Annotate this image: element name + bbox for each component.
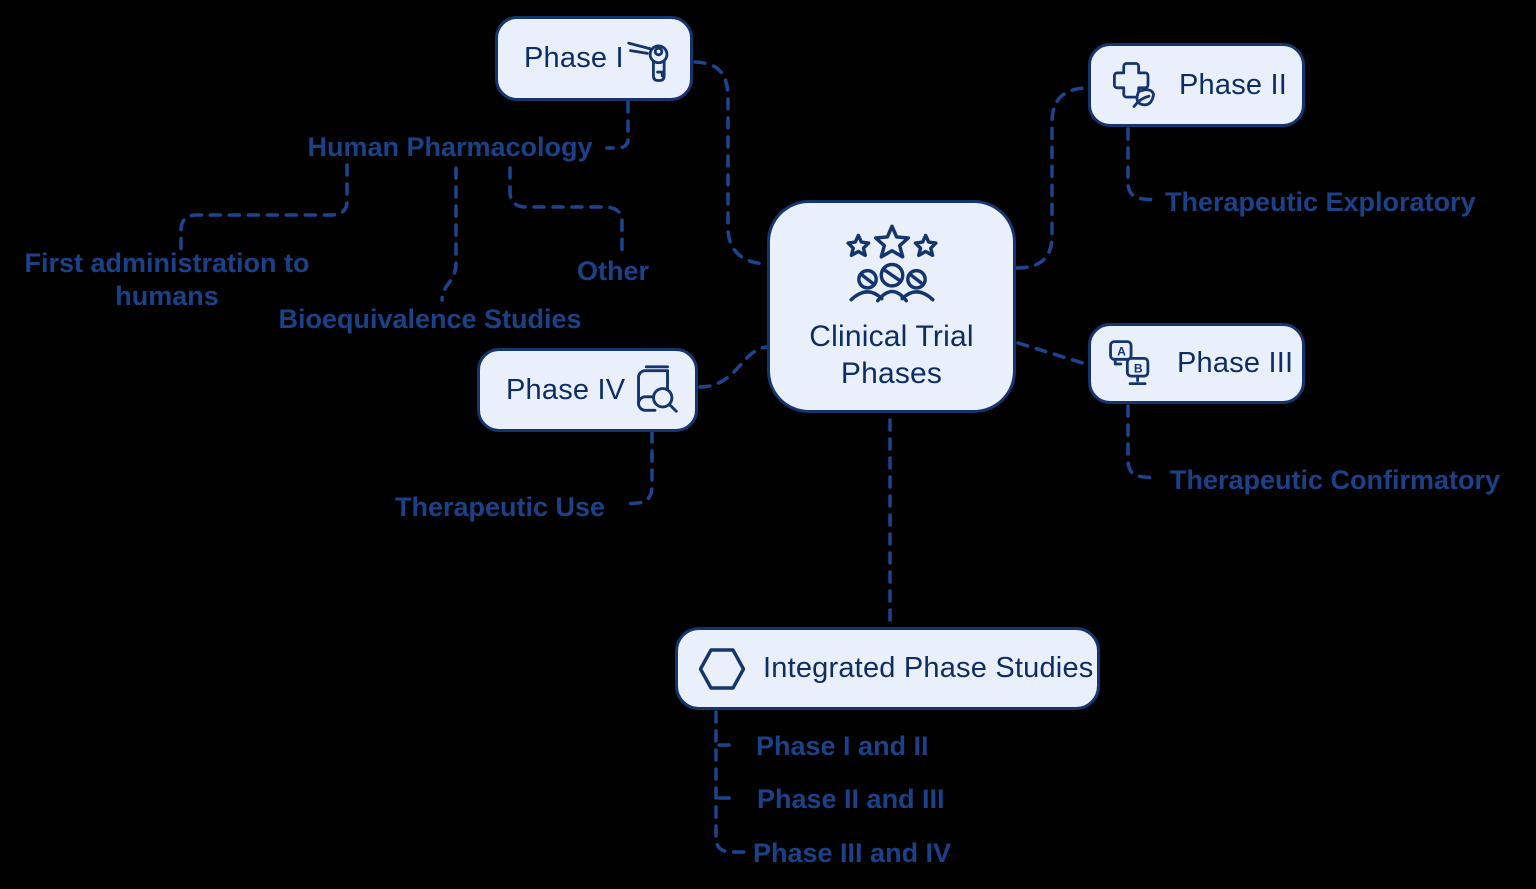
connector-center-phase2	[1015, 86, 1089, 270]
svg-text:B: B	[1134, 361, 1143, 375]
connector-phase2-therapeutic-exploratory	[1126, 127, 1157, 202]
connector-humanpharm-other	[508, 166, 624, 258]
key-icon	[624, 30, 680, 88]
label-phase-3-and-4[interactable]: Phase III and IV	[753, 838, 952, 868]
node-phase-1[interactable]: Phase I	[495, 16, 693, 101]
node-center-title-line1: Clinical Trial	[809, 319, 974, 353]
node-integrated-phase-studies[interactable]: Integrated Phase Studies	[675, 627, 1100, 710]
ab-test-monitors-icon: A B	[1103, 336, 1161, 392]
node-clinical-trial-phases[interactable]: Clinical Trial Phases	[767, 200, 1016, 413]
connector-integrated-children	[714, 710, 747, 854]
label-therapeutic-use[interactable]: Therapeutic Use	[395, 492, 606, 522]
node-integrated-label: Integrated Phase Studies	[763, 652, 1094, 684]
node-phase-2-label: Phase II	[1179, 68, 1287, 101]
label-phase-2-and-3[interactable]: Phase II and III	[757, 784, 945, 814]
hexagon-icon	[696, 645, 748, 693]
node-phase-1-label: Phase I	[524, 42, 624, 74]
label-bioequivalence-studies[interactable]: Bioequivalence Studies	[278, 304, 582, 334]
label-therapeutic-exploratory[interactable]: Therapeutic Exploratory	[1165, 187, 1476, 217]
connector-phase3-therapeutic-confirmatory	[1126, 404, 1157, 480]
node-phase-3[interactable]: A B Phase III	[1088, 323, 1305, 404]
node-phase-3-label: Phase III	[1177, 347, 1294, 379]
connector-phase4-therapeutic-use	[622, 430, 654, 506]
medical-cross-leaf-icon	[1105, 57, 1163, 113]
stars-people-icon	[841, 222, 943, 308]
label-human-pharmacology[interactable]: Human Pharmacology	[307, 132, 593, 162]
connector-phase1-human-pharmacology	[605, 100, 630, 150]
label-other[interactable]: Other	[576, 256, 649, 286]
node-phase-4-label: Phase IV	[506, 373, 626, 406]
label-therapeutic-confirmatory[interactable]: Therapeutic Confirmatory	[1170, 465, 1501, 495]
book-magnifier-icon	[625, 361, 683, 419]
connector-humanpharm-bioequivalence	[440, 166, 458, 302]
connector-phase1-center	[693, 60, 768, 266]
node-phase-4[interactable]: Phase IV	[477, 348, 698, 432]
connector-center-phase3	[1016, 341, 1088, 366]
label-first-administration-to-humans[interactable]: First administration to humans	[24, 248, 310, 311]
connector-humanpharm-first-administration	[179, 163, 349, 258]
node-center-title-line2: Phases	[840, 356, 943, 390]
label-phase-1-and-2[interactable]: Phase I and II	[756, 731, 929, 761]
connector-phase4-center	[698, 345, 768, 389]
svg-text:A: A	[1117, 344, 1126, 358]
node-phase-2[interactable]: Phase II	[1088, 43, 1305, 127]
